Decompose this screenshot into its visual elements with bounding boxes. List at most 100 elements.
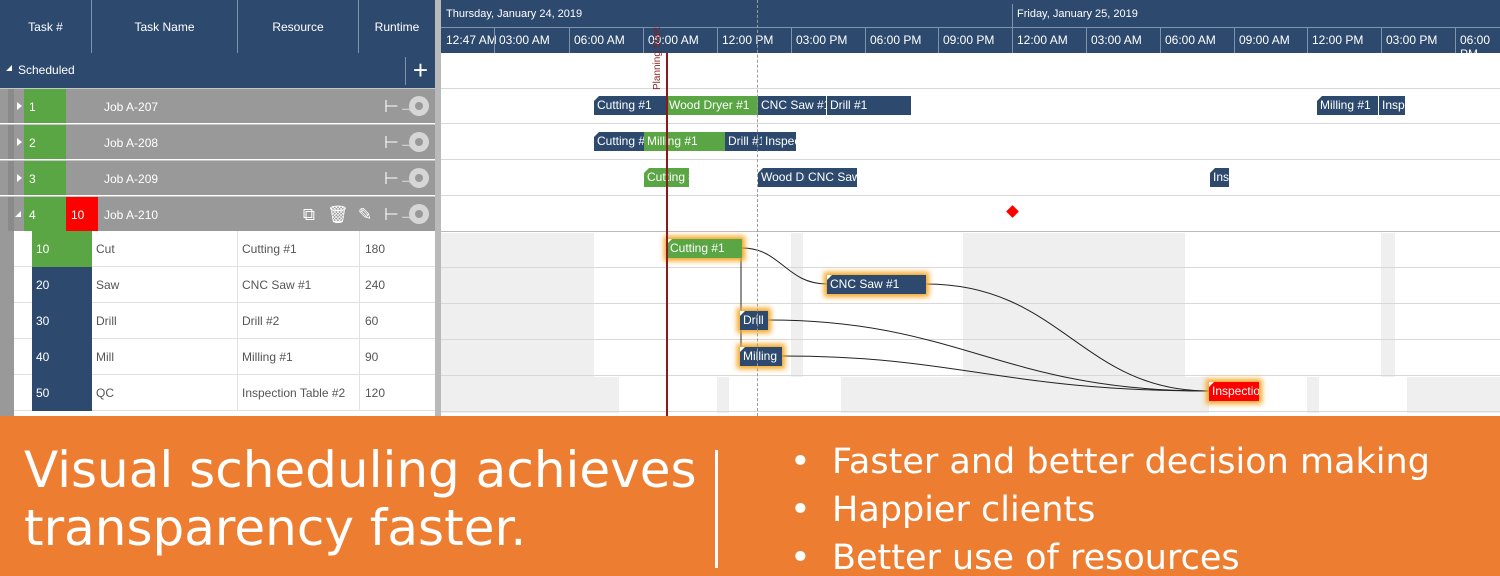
gantt-bar[interactable]: CNC Saw [805,168,857,187]
edit-icon[interactable]: ✎ [357,205,373,224]
task-grid: Task # Task Name Resource Runtime Schedu… [0,0,441,416]
hour-label: 09:00 AM [648,33,699,47]
hour-separator [1307,28,1308,53]
day-label: Friday, January 25, 2019 [1017,8,1138,20]
route-icon[interactable]: ⊢→ [384,169,416,188]
gantt-bar[interactable]: Cutting #1 [594,96,666,115]
copy-icon[interactable]: ⧉ [302,205,316,224]
benefit-list: Faster and better decision making Happie… [790,438,1430,576]
gantt-task-bar[interactable]: Inspection [1209,382,1259,401]
banner-divider [715,450,718,568]
gantt-bar[interactable]: Drill #1 [725,132,762,151]
hour-label: 09:00 PM [943,33,995,47]
gear-icon[interactable] [409,132,429,152]
group-scheduled[interactable]: Scheduled [0,53,435,88]
gantt-bar[interactable]: Wood Dryer #1 [666,96,758,115]
gantt-bar[interactable]: Drill #1 [827,96,911,115]
col-header-runtime[interactable]: Runtime [359,0,435,53]
hour-separator [1455,28,1456,53]
task-name: Drill [96,314,117,328]
timeline-body[interactable]: Cutting #1 Wood Dryer #1 CNC Saw #1 Dril… [441,53,1500,416]
hour-separator [1086,28,1087,53]
hour-separator [643,28,644,53]
expand-icon[interactable] [17,138,22,146]
hour-separator [1381,28,1382,53]
task-runtime: 180 [359,231,435,267]
col-header-task-num[interactable]: Task # [0,0,92,53]
gantt-bar[interactable]: Milling #1 [644,132,725,151]
gantt-bar[interactable]: CNC Saw #1 [758,96,826,115]
job-number: 4 [24,197,66,231]
task-row[interactable]: 30 Drill Drill #2 60 [14,303,435,339]
task-number: 30 [32,303,92,339]
route-icon[interactable]: ⊢→ [384,133,416,152]
row-stripe [8,197,14,231]
expand-icon[interactable] [17,174,22,182]
planning-start-marker[interactable] [666,53,668,416]
hour-separator [791,28,792,53]
gantt-task-bar[interactable]: Drill [740,311,768,330]
gantt-bar[interactable]: Inspec [762,132,796,151]
row-line [441,267,1500,268]
task-row[interactable]: 40 Mill Milling #1 90 [14,339,435,375]
task-resource: Cutting #1 [237,231,359,267]
hour-label: 12:00 PM [722,33,774,47]
gantt-bar[interactable]: Cutting # [594,132,644,151]
planning-start-label: Planning Start [652,27,663,90]
row-line [441,411,1500,412]
task-row[interactable]: 20 Saw CNC Saw #1 240 [14,267,435,303]
gantt-task-bar[interactable]: CNC Saw #1 [827,275,926,294]
job-number: 2 [24,125,66,159]
task-name: Saw [96,278,120,292]
gantt-bar[interactable]: Milling #1 [1317,96,1378,115]
hour-label: 03:00 PM [796,33,848,47]
collapse-icon[interactable] [6,65,12,71]
col-header-resource[interactable]: Resource [238,0,359,53]
expand-icon[interactable] [17,102,22,110]
hour-label: 09:00 AM [1239,33,1290,47]
timeline-header: Thursday, January 24, 2019 Friday, Janua… [441,0,1500,61]
offshift-shade [441,233,594,377]
gantt-bar[interactable]: Inspe [1379,96,1405,115]
row-line [441,303,1500,304]
offshift-shade [717,377,729,413]
job-name: Job A-208 [104,136,159,150]
gear-icon[interactable] [409,96,429,116]
row-line [441,159,1500,160]
gear-icon[interactable] [409,168,429,188]
job-row-1[interactable]: 1 Job A-207 ⊢→ [0,88,435,123]
route-icon[interactable]: ⊢→ [384,97,416,116]
job-row-4[interactable]: 4 10 Job A-210 ⧉ 🗑 ✎ ⊢→ [0,196,435,231]
route-icon[interactable]: ⊢→ [384,205,416,224]
hour-separator [865,28,866,53]
col-header-task-name[interactable]: Task Name [92,0,238,53]
offshift-shade [1307,377,1319,413]
gantt-bar[interactable]: Insp [1210,168,1229,187]
task-row[interactable]: 50 QC Inspection Table #2 120 [14,375,435,411]
add-job-button[interactable]: + [405,57,435,85]
hour-label: 06:00 PM [870,33,922,47]
hour-label: 03:00 AM [1091,33,1142,47]
gantt-task-bar[interactable]: Cutting #1 [667,239,742,258]
delete-icon[interactable]: 🗑 [327,205,349,224]
task-runtime: 120 [359,375,435,411]
task-number: 10 [32,231,92,267]
job-row-3[interactable]: 3 Job A-209 ⊢→ [0,160,435,195]
gantt-bar[interactable]: Wood Dr [758,168,805,187]
offshift-shade [841,377,1209,413]
hour-separator [569,28,570,53]
row-stripe [8,161,14,195]
task-runtime: 240 [359,267,435,303]
hour-separator [717,28,718,53]
job-row-2[interactable]: 2 Job A-208 ⊢→ [0,124,435,159]
alert-badge: 10 [66,197,98,231]
gantt-task-bar[interactable]: Milling [740,347,782,366]
task-name: Cut [96,242,115,256]
current-time-line [757,0,758,416]
headline-line: transparency faster. [24,499,527,557]
task-row[interactable]: 10 Cut Cutting #1 180 [14,231,435,267]
gear-icon[interactable] [409,204,429,224]
collapse-icon[interactable] [15,211,21,217]
task-resource: Inspection Table #2 [237,375,359,411]
header-divider [441,27,1500,28]
